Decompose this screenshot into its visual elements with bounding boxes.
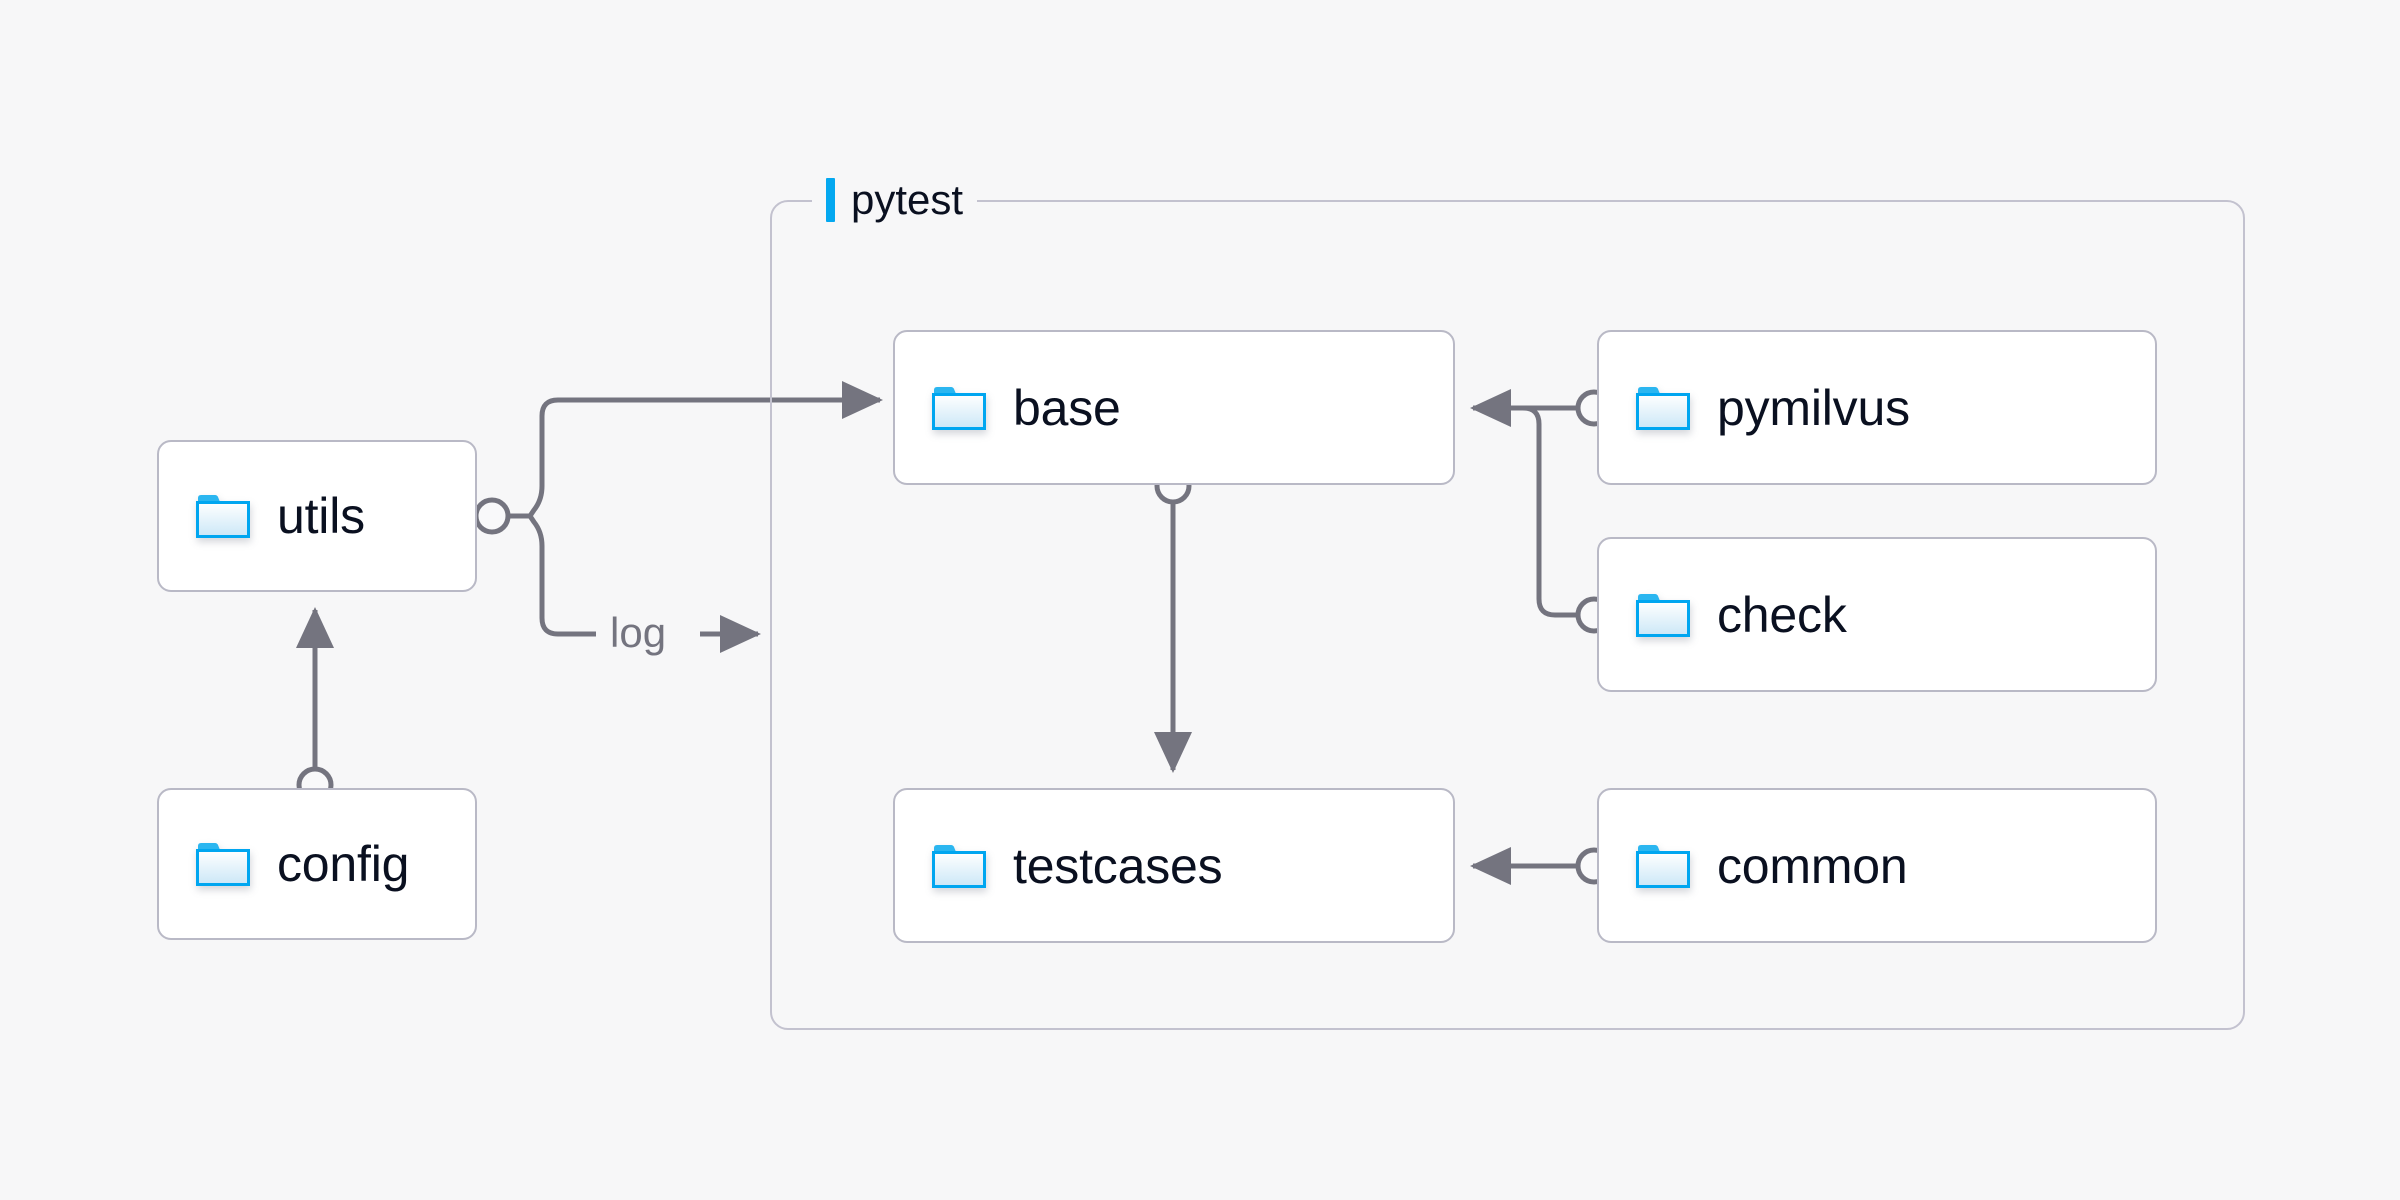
node-pymilvus[interactable]: pymilvus bbox=[1597, 330, 2157, 485]
node-utils-label: utils bbox=[277, 488, 365, 544]
folder-icon bbox=[195, 493, 251, 539]
node-config[interactable]: config bbox=[157, 788, 477, 940]
group-pytest[interactable] bbox=[770, 200, 2245, 1030]
edge-check-to-base bbox=[1473, 405, 1578, 618]
node-base[interactable]: base bbox=[893, 330, 1455, 485]
node-common-label: common bbox=[1717, 837, 1908, 894]
node-pymilvus-label: pymilvus bbox=[1717, 379, 1910, 436]
folder-icon bbox=[1635, 592, 1691, 638]
node-testcases-label: testcases bbox=[1013, 837, 1223, 894]
folder-icon bbox=[1635, 843, 1691, 889]
port-utils-right[interactable] bbox=[473, 497, 511, 535]
edge-label-log: log bbox=[600, 612, 677, 654]
folder-icon bbox=[195, 841, 251, 887]
node-base-label: base bbox=[1013, 379, 1121, 436]
node-check-label: check bbox=[1717, 586, 1847, 643]
node-testcases[interactable]: testcases bbox=[893, 788, 1455, 943]
edge-utils-to-base bbox=[527, 381, 884, 518]
node-check[interactable]: check bbox=[1597, 537, 2157, 692]
node-config-label: config bbox=[277, 836, 410, 892]
edge-utils-to-log bbox=[527, 514, 596, 637]
node-common[interactable]: common bbox=[1597, 788, 2157, 943]
node-utils[interactable]: utils bbox=[157, 440, 477, 592]
folder-icon bbox=[1635, 385, 1691, 431]
group-pytest-label: pytest bbox=[851, 176, 964, 223]
group-accent-bar bbox=[826, 178, 835, 222]
group-pytest-label-wrap: pytest bbox=[812, 176, 978, 223]
folder-icon bbox=[931, 843, 987, 889]
folder-icon bbox=[931, 385, 987, 431]
